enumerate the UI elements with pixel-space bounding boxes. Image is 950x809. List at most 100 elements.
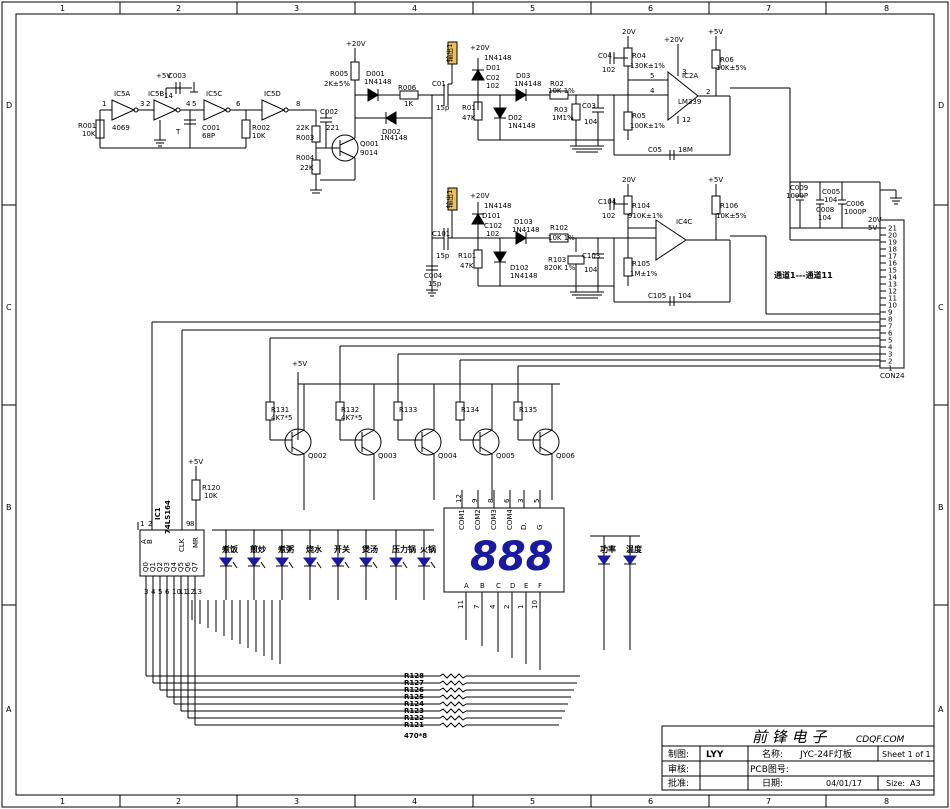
d102-value: 1N4148 (510, 272, 538, 280)
c102-value: 102 (486, 230, 499, 238)
connector-pin-label: 14 (888, 274, 897, 282)
bus-lines (151, 321, 880, 530)
row-label-a-right: A (938, 705, 944, 714)
col-label-1-bottom: 1 (60, 797, 65, 806)
display-bottom-pin: 11 (457, 600, 465, 609)
col-label-8-bottom: 8 (884, 797, 889, 806)
led-icon (331, 557, 345, 567)
c04-value: 102 (602, 66, 615, 74)
wire (539, 446, 553, 455)
led-icon (247, 557, 261, 567)
led-label: 火锅 (420, 544, 436, 554)
col-label-4: 4 (412, 4, 417, 13)
pin-3: 3 (140, 100, 144, 108)
v5-ch1: +5V (708, 28, 723, 36)
row-label-d-right: D (938, 101, 944, 110)
d001-value: 1N4148 (364, 78, 392, 86)
connector-pin-label: 9 (888, 309, 892, 317)
display-bottom-pin: 10 (531, 600, 539, 609)
transistor-ref: Q005 (496, 452, 515, 460)
ic5b-label: IC5B (148, 90, 164, 98)
bank-resistor (436, 701, 467, 707)
power-decoupling: C009 1000P C005 104 C008 104 C006 1000P … (786, 181, 902, 232)
led-icon (303, 557, 317, 567)
connector-pin-label: 1 (888, 365, 892, 373)
d02-label: D02 (508, 114, 522, 122)
v20-ch1: +20V (470, 44, 490, 52)
display-top-pin: 6 (503, 498, 511, 503)
display-top-label: COM3 (490, 509, 498, 530)
size-value: A3 (910, 779, 921, 788)
ic1-output-pin: 12 (186, 588, 195, 596)
ic2a-part: LM339 (678, 98, 701, 106)
r01-value: 47K (462, 114, 476, 122)
display-top-pin: 3 (517, 499, 525, 503)
r003-value: 22K (296, 124, 310, 132)
connector-pin-label: 4 (888, 344, 893, 352)
c005-label: C005 (822, 188, 840, 196)
r104-value: 910K±1% (628, 212, 663, 220)
wire (361, 446, 375, 455)
col-label-3: 3 (294, 4, 299, 13)
resistor-bank-label: R121 (404, 721, 424, 729)
ic1-pin2: 2 (148, 520, 152, 528)
led-row: 煮饭煎炒煮粥烧水开关煲汤压力锅火锅 (212, 529, 436, 600)
drawn-value: LYY (706, 750, 724, 760)
wire (291, 429, 305, 438)
wire (260, 561, 266, 569)
display-top-label: G (536, 525, 544, 530)
col-label-1: 1 (60, 4, 65, 13)
r002-label: R002 (252, 124, 270, 132)
r03-value: 1M1% (552, 114, 574, 122)
v20-ch2: +20V (470, 192, 490, 200)
r006-value: 1K (404, 100, 413, 108)
r102-label: R102 (550, 224, 568, 232)
ic2a-pin4: 4 (650, 87, 655, 95)
base-resistor-value: 4K7*5 (271, 414, 292, 422)
display-bottom-label: D (510, 582, 515, 590)
v20-power: 20V (868, 216, 882, 224)
size-label: Size: (886, 779, 905, 788)
c03-value: 104 (584, 118, 598, 126)
display-top-label: COM1 (458, 509, 466, 530)
ic1-output-label: Q1 (149, 562, 157, 572)
company-name: 前 锋 电 子 (752, 728, 827, 746)
channel-1-section: 输出1 C01 15p +20V 1N4148 D01 C02 102 R01 … (432, 28, 880, 241)
col-label-8: 8 (884, 4, 889, 13)
r101-label: R101 (458, 252, 476, 260)
transistor-body (532, 428, 560, 456)
display-top-label: D. (520, 522, 528, 530)
d103-label: D103 (514, 218, 533, 226)
ic1-output-label: Q7 (191, 562, 199, 572)
connector-pin-label: 8 (888, 316, 892, 324)
pin-8: 8 (296, 100, 300, 108)
v5-ch2: +5V (708, 176, 723, 184)
display-bottom-label: B (480, 582, 485, 590)
ic5a-label: IC5A (114, 90, 130, 98)
led-label: 煮饭 (221, 544, 238, 554)
c104-value: 102 (602, 212, 615, 220)
c003-label: C003 (168, 72, 186, 80)
base-resistor-ref: R132 (341, 406, 359, 414)
display-top-label: COM4 (506, 509, 514, 530)
c006-label: C006 (846, 200, 865, 208)
led-row-right: 功率温度 (590, 535, 643, 650)
base-resistor-ref: R135 (519, 406, 537, 414)
r02-value: 10K 1% (548, 87, 575, 95)
pin-14: 14 (164, 92, 173, 100)
led-label-right: 功率 (600, 544, 616, 554)
ch2-tag: 输出1 (445, 190, 454, 208)
connector-pin-label: 7 (888, 323, 892, 331)
date-value: 04/01/17 (826, 779, 862, 788)
check-label: 审核: (668, 763, 689, 775)
r06-label: R06 (720, 56, 734, 64)
connector-pin-label: 20 (888, 232, 897, 240)
c02-value: 102 (486, 82, 499, 90)
display-bottom-label: A (464, 582, 469, 590)
r105-value: 1M±1% (630, 270, 658, 278)
v5-osc: +5V (156, 72, 171, 80)
c04-label: C04 (598, 52, 612, 60)
date-label: 日期: (762, 778, 783, 789)
col-label-2-bottom: 2 (176, 797, 181, 806)
